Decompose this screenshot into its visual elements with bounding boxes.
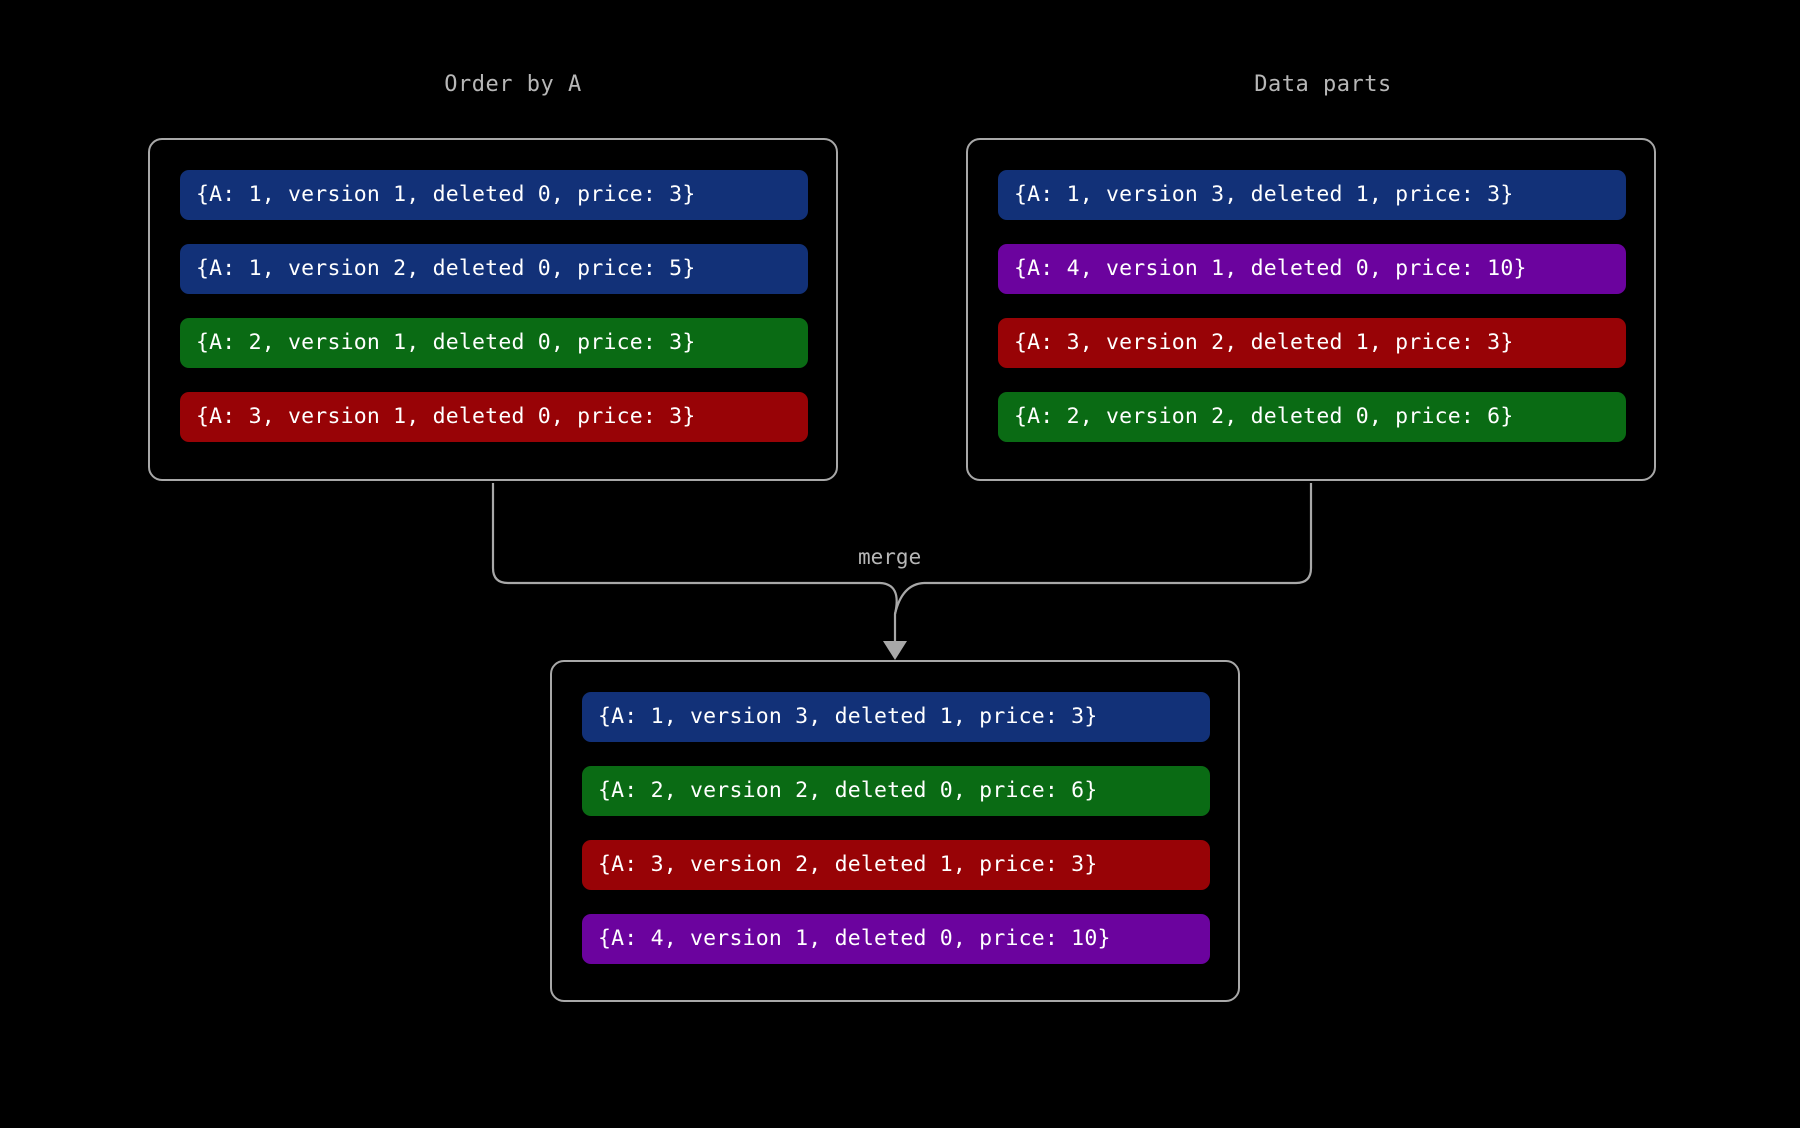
connector-merge-stem <box>879 581 898 648</box>
record-row[interactable]: {A: 1, version 3, deleted 1, price: 3} <box>582 692 1210 742</box>
record-row[interactable]: {A: 1, version 3, deleted 1, price: 3} <box>998 170 1626 220</box>
panel-merged-result: {A: 1, version 3, deleted 1, price: 3} {A… <box>550 660 1240 1002</box>
record-row[interactable]: {A: 4, version 1, deleted 0, price: 10} <box>998 244 1626 294</box>
connector-left-path <box>491 483 880 585</box>
merge-label: merge <box>858 545 922 569</box>
record-row[interactable]: {A: 2, version 1, deleted 0, price: 3} <box>180 318 808 368</box>
record-row[interactable]: {A: 2, version 2, deleted 0, price: 6} <box>582 766 1210 816</box>
record-row[interactable]: {A: 1, version 2, deleted 0, price: 5} <box>180 244 808 294</box>
record-row[interactable]: {A: 3, version 2, deleted 1, price: 3} <box>582 840 1210 890</box>
panel-title-order-by-a: Order by A <box>444 72 582 97</box>
connector-merge-stem-right <box>893 581 925 615</box>
record-row[interactable]: {A: 3, version 2, deleted 1, price: 3} <box>998 318 1626 368</box>
panel-title-data-parts: Data parts <box>1254 72 1392 97</box>
row-list: {A: 1, version 3, deleted 1, price: 3} {A… <box>552 662 1238 1000</box>
record-row[interactable]: {A: 3, version 1, deleted 0, price: 3} <box>180 392 808 442</box>
row-list: {A: 1, version 3, deleted 1, price: 3} {A… <box>968 140 1654 479</box>
row-list: {A: 1, version 1, deleted 0, price: 3} {A… <box>150 140 836 479</box>
panel-order-by-a: {A: 1, version 1, deleted 0, price: 3} {A… <box>148 138 838 481</box>
record-row[interactable]: {A: 4, version 1, deleted 0, price: 10} <box>582 914 1210 964</box>
record-row[interactable]: {A: 1, version 1, deleted 0, price: 3} <box>180 170 808 220</box>
connector-right-path <box>924 483 1313 585</box>
record-row[interactable]: {A: 2, version 2, deleted 0, price: 6} <box>998 392 1626 442</box>
panel-data-parts: {A: 1, version 3, deleted 1, price: 3} {A… <box>966 138 1656 481</box>
arrow-head-icon <box>883 641 907 660</box>
